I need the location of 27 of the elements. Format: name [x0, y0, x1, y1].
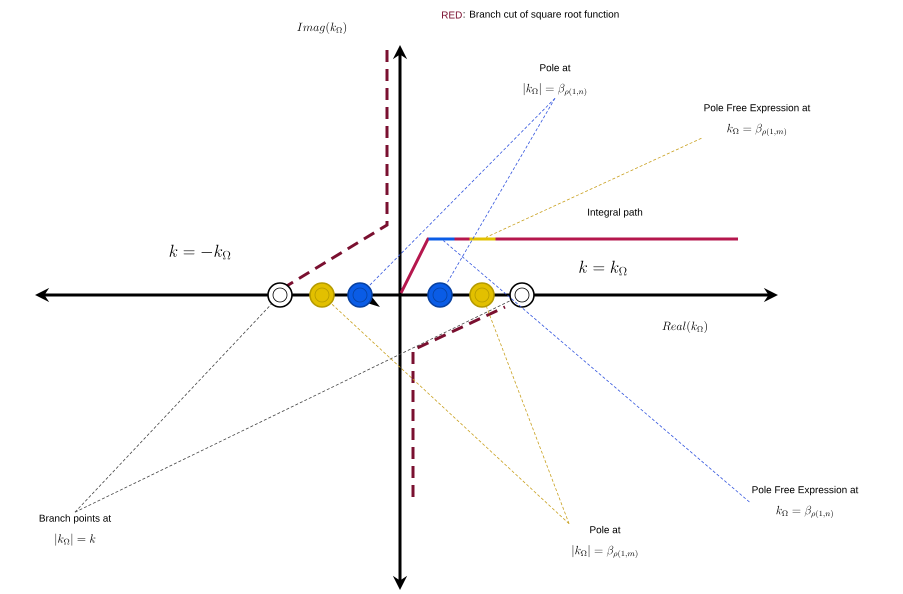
leader-line	[368, 98, 556, 286]
annotation-text: Pole Free Expression at $k_\Omega = \beta_{\rho(1,m)}$	[704, 104, 810, 136]
legend-note: RED : Branch cut of square root function	[442, 10, 619, 20]
pole-circle	[427, 282, 453, 308]
annotation-text: Pole Free Expression at $k_\Omega = \beta_{\rho(1,n)}$	[752, 486, 858, 518]
leader-line	[446, 98, 556, 284]
leader-line	[74, 304, 272, 513]
branch-point-circle	[267, 282, 293, 308]
branch-point-circle	[509, 282, 535, 308]
pole-circle	[347, 282, 373, 308]
leader-line	[486, 138, 702, 238]
annotation-text: Pole at $|k_\Omega| = \beta_{\rho(1,m)}$	[572, 526, 638, 558]
leader-line	[331, 303, 570, 524]
leader-line	[486, 306, 570, 524]
path-segment	[470, 238, 496, 240]
region-label: $k = -k_\Omega$	[170, 244, 230, 260]
axis-label: $Imag(k_\Omega)$	[297, 22, 346, 34]
axis-label: $Real(k_\Omega)$	[662, 321, 707, 333]
leader-line	[443, 240, 750, 502]
path-segment	[428, 238, 454, 240]
path-label: Integral path	[588, 208, 642, 218]
annotation-text: Pole at $|k_\Omega| = \beta_{\rho(1,n)}$	[524, 64, 586, 96]
leader-line	[74, 300, 511, 513]
pole-circle	[469, 282, 495, 308]
region-label: $k = k_\Omega$	[579, 260, 627, 276]
pole-circle	[309, 282, 335, 308]
annotation-text: Branch points at $|k_\Omega| = k$	[40, 514, 112, 546]
